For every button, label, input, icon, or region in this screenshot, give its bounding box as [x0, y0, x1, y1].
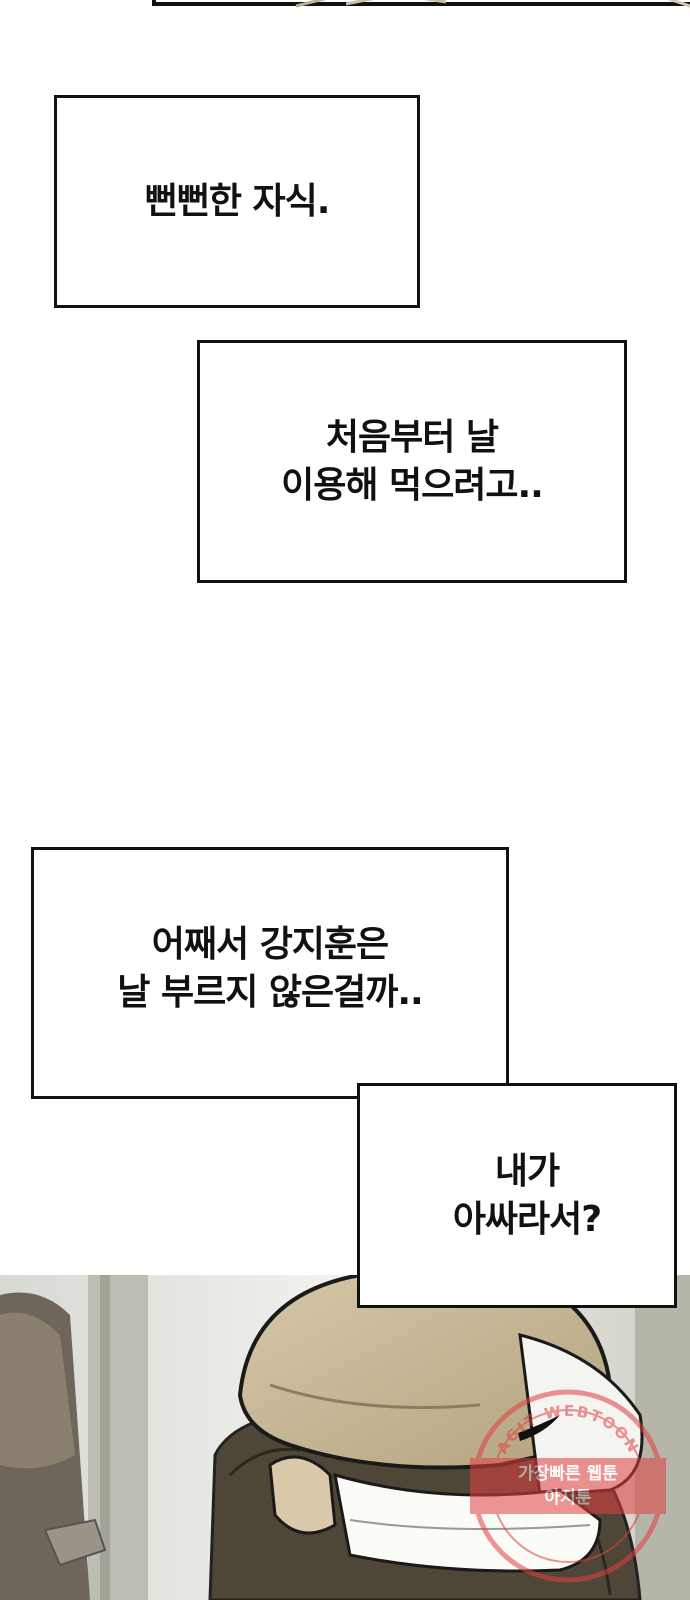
caption-box-3: 어째서 강지훈은 날 부르지 않은걸까.. — [31, 847, 509, 1099]
stamp-line-2: 아지툰 — [544, 1488, 592, 1508]
previous-panel-edge — [152, 0, 690, 8]
caption-line: 아싸라서? — [452, 1198, 602, 1240]
caption-box-2: 처음부터 날 이용해 먹으려고.. — [197, 340, 627, 583]
caption-line: 어째서 강지훈은 — [151, 924, 389, 965]
panel-art-strokes — [295, 0, 690, 8]
caption-text-3: 어째서 강지훈은 날 부르지 않은걸까.. — [117, 921, 423, 1017]
cap-logo — [518, 1415, 560, 1441]
caption-text-2: 처음부터 날 이용해 먹으려고.. — [281, 414, 544, 510]
caption-line: 날 부르지 않은걸까.. — [117, 972, 423, 1013]
caption-text-1: 뻔뻔한 자식. — [144, 178, 331, 226]
caption-box-1: 뻔뻔한 자식. — [54, 95, 420, 308]
caption-text-4: 내가 아싸라서? — [452, 1148, 602, 1244]
stamp-ring-icon: AGIT WEBTOON — [470, 1389, 666, 1583]
caption-line: 이용해 먹으려고.. — [281, 464, 544, 506]
ear — [268, 1455, 337, 1535]
caption-line: 내가 — [494, 1150, 560, 1192]
watermark-stamp: AGIT WEBTOON 가장빠른 웹툰 아지툰 — [468, 1386, 668, 1586]
door-frame-right — [635, 1275, 690, 1600]
caption-line: 처음부터 날 — [325, 416, 499, 458]
caption-line: 뻔뻔한 자식. — [144, 180, 331, 222]
caption-box-4: 내가 아싸라서? — [357, 1083, 677, 1308]
stamp-line-1: 가장빠른 웹툰 — [518, 1464, 618, 1484]
